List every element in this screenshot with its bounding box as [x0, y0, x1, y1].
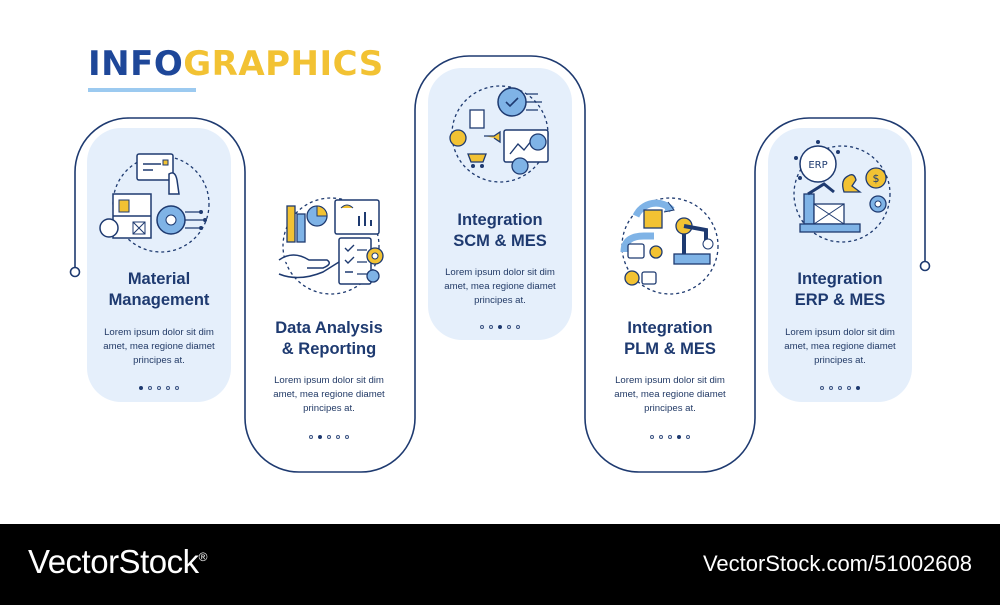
step-description: Lorem ipsum dolor sit dim amet, mea regio… [608, 374, 732, 416]
title-underline [88, 88, 196, 92]
robot-arm-cycle-icon [620, 197, 719, 295]
step-dot [650, 435, 654, 439]
step-title: Data Analysis & Reporting [257, 318, 401, 360]
desc-line2: amet, mea regione diamet [103, 341, 215, 352]
step-dot [480, 325, 484, 329]
step-dot [507, 325, 511, 329]
title-part-info: INFO [88, 44, 184, 84]
step-title-line2: ERP & MES [794, 291, 886, 309]
step-dot [847, 386, 851, 390]
step-dot [318, 435, 322, 439]
erp-factory-icon: ERP $ [793, 140, 891, 243]
step-dot [489, 325, 493, 329]
step-card-data-analysis: Data Analysis & Reporting Lorem ipsum dol… [257, 188, 401, 454]
step-indicator [257, 435, 401, 439]
step-description: Lorem ipsum dolor sit dim amet, mea regio… [267, 374, 391, 416]
vectorstock-logo: VectorStock® [28, 543, 207, 581]
timeline-connector [69, 55, 931, 473]
step-title-line2: SCM & MES [453, 232, 547, 250]
step-title-line1: Material [127, 270, 191, 288]
desc-line3: principes at. [133, 355, 185, 366]
step-dot [336, 435, 340, 439]
step-dot [345, 435, 349, 439]
desc-line3: principes at. [644, 403, 696, 414]
step-title-line1: Integration [627, 319, 713, 337]
step-dot [668, 435, 672, 439]
desc-line1: Lorem ipsum dolor sit dim [274, 375, 384, 386]
step-dot [856, 386, 860, 390]
step-title-line1: Data Analysis [275, 319, 383, 337]
step-indicator [87, 386, 231, 390]
step-dot [516, 325, 520, 329]
desc-line2: amet, mea regione diamet [614, 389, 726, 400]
title-part-graphics: GRAPHICS [183, 44, 384, 84]
step-dot [327, 435, 331, 439]
step-dot [139, 386, 143, 390]
step-dot [838, 386, 842, 390]
step-dot [820, 386, 824, 390]
warehouse-gears-icon [99, 153, 210, 253]
watermark-footer: VectorStock® VectorStock.com/51002608 [0, 524, 1000, 605]
step-dot [498, 325, 502, 329]
desc-line3: principes at. [814, 355, 866, 366]
connector-end-node [919, 260, 931, 272]
step-title-line2: PLM & MES [624, 340, 716, 358]
step-dot [148, 386, 152, 390]
desc-line1: Lorem ipsum dolor sit dim [445, 267, 555, 278]
desc-line1: Lorem ipsum dolor sit dim [785, 327, 895, 338]
desc-line2: amet, mea regione diamet [444, 281, 556, 292]
desc-line1: Lorem ipsum dolor sit dim [104, 327, 214, 338]
step-description: Lorem ipsum dolor sit dim amet, mea regio… [97, 326, 221, 368]
step-dot [309, 435, 313, 439]
step-dot [686, 435, 690, 439]
infographics-title: INFOGRAPHICS [88, 44, 384, 84]
step-dot [157, 386, 161, 390]
step-indicator [768, 386, 912, 390]
svg-text:ERP: ERP [808, 160, 827, 171]
desc-line3: principes at. [303, 403, 355, 414]
chart-report-icon [278, 197, 384, 295]
step-title-line2: Management [108, 291, 210, 309]
brand-name: VectorStock [28, 543, 199, 580]
step-indicator [598, 435, 742, 439]
step-dot [166, 386, 170, 390]
step-dot [659, 435, 663, 439]
step-description: Lorem ipsum dolor sit dim amet, mea regio… [438, 266, 562, 308]
image-reference: VectorStock.com/51002608 [702, 551, 972, 576]
trademark-symbol: ® [198, 550, 208, 564]
step-dot [175, 386, 179, 390]
step-title-line1: Integration [797, 270, 883, 288]
step-dot [677, 435, 681, 439]
supply-chain-gear-icon [449, 85, 549, 183]
step-indicator [428, 325, 572, 329]
step-title-line1: Integration [457, 211, 543, 229]
step-dot [829, 386, 833, 390]
step-title-line2: & Reporting [281, 340, 377, 358]
connector-start-node [69, 266, 81, 278]
svg-text:$: $ [873, 172, 880, 185]
desc-line2: amet, mea regione diamet [273, 389, 385, 400]
desc-line2: amet, mea regione diamet [784, 341, 896, 352]
desc-line3: principes at. [474, 295, 526, 306]
desc-line1: Lorem ipsum dolor sit dim [615, 375, 725, 386]
step-description: Lorem ipsum dolor sit dim amet, mea regio… [778, 326, 902, 368]
